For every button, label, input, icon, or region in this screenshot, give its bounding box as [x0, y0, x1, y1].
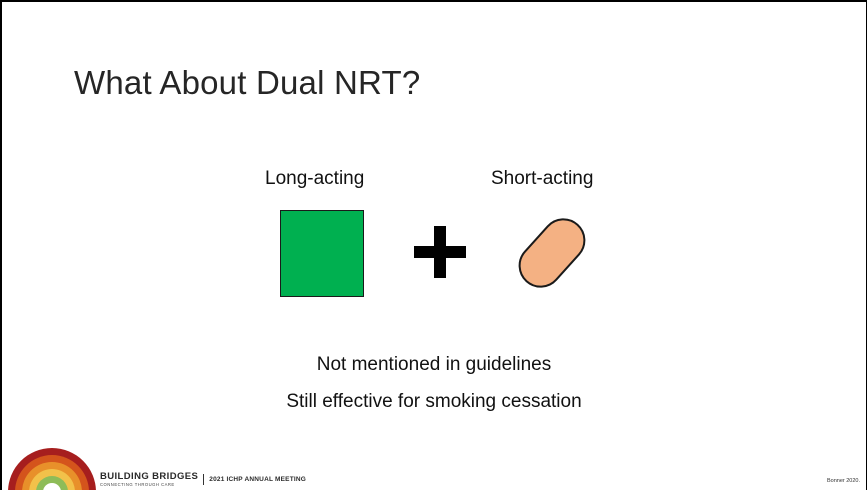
body-line-2: Still effective for smoking cessation: [286, 391, 582, 412]
footer-brand: BUILDING BRIDGES CONNECTING THROUGH CARE: [100, 472, 198, 487]
rainbow-arc-logo: [8, 448, 96, 490]
footer-meeting: 2021 ICHP ANNUAL MEETING: [209, 475, 307, 483]
footer-tagline: CONNECTING THROUGH CARE: [100, 481, 175, 487]
slide-title: What About Dual NRT?: [74, 64, 421, 101]
footer-brand-name: BUILDING BRIDGES: [100, 471, 199, 482]
plus-icon: [414, 226, 466, 278]
long-acting-label: Long-acting: [265, 168, 365, 189]
footer-divider: [203, 473, 205, 485]
body-line-1: Not mentioned in guidelines: [316, 354, 552, 375]
footer: BUILDING BRIDGES CONNECTING THROUGH CARE…: [100, 472, 306, 487]
citation: Bonner 2020.: [826, 478, 860, 484]
green-square-icon: [280, 210, 364, 297]
short-acting-label: Short-acting: [491, 168, 594, 189]
gum-pill-icon: [518, 218, 586, 288]
